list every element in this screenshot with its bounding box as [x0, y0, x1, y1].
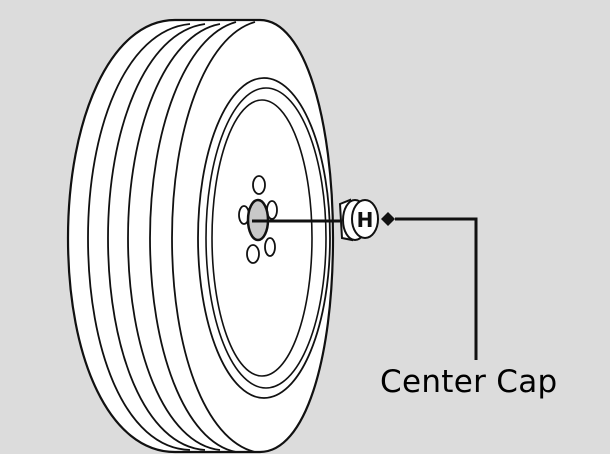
svg-text:H: H	[357, 208, 374, 232]
center-cap-icon: H	[338, 198, 379, 242]
tire	[66, 18, 335, 454]
center-cap-label: Center Cap	[380, 364, 558, 400]
callout-leader	[381, 212, 478, 360]
lug-nuts	[238, 175, 278, 264]
